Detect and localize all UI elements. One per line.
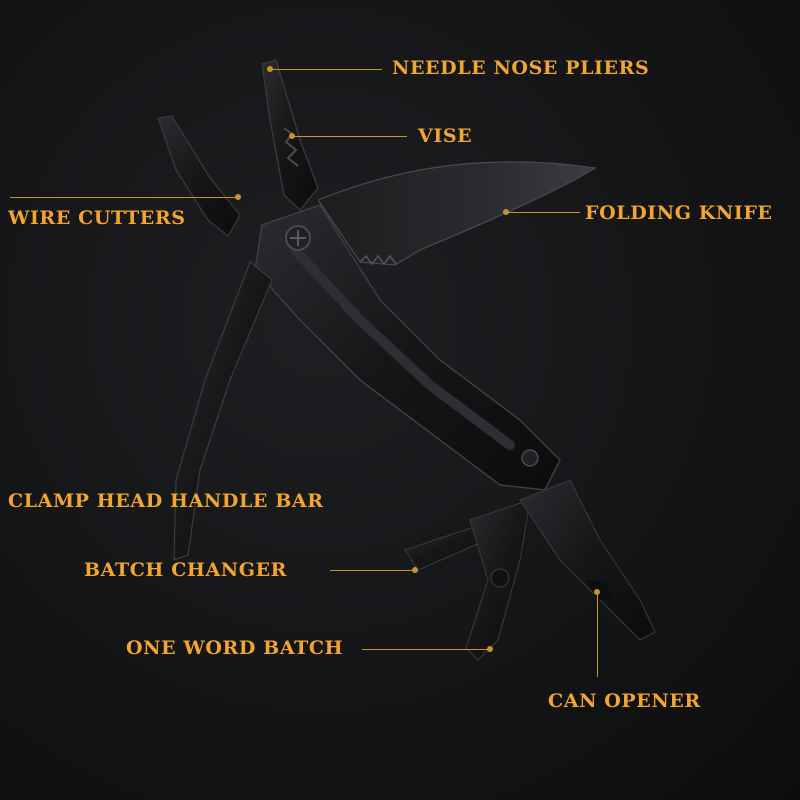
leader-vise: [292, 136, 407, 137]
label-wire-cutters: WIRE CUTTERS: [8, 207, 186, 229]
label-needle-nose-pliers: NEEDLE NOSE PLIERS: [392, 57, 650, 79]
leader-can-opener: [597, 592, 598, 677]
leader-needle-nose-pliers: [270, 69, 382, 70]
label-batch-changer: BATCH CHANGER: [84, 559, 288, 581]
plier-jaw-left: [157, 115, 241, 237]
vise-teeth: [283, 127, 299, 167]
label-folding-knife: FOLDING KNIFE: [585, 202, 773, 224]
handle-inner-rail: [290, 245, 515, 450]
tool-handle: [254, 204, 561, 491]
leader-wire-cutters: [10, 197, 238, 198]
bottle-opener-tool: [519, 479, 656, 641]
folding-knife-blade: [317, 161, 597, 266]
label-clamp-head-handle-bar: CLAMP HEAD HANDLE BAR: [8, 490, 324, 512]
label-can-opener: CAN OPENER: [548, 690, 701, 712]
label-one-word-batch: ONE WORD BATCH: [126, 637, 344, 659]
leader-one-word-batch: [362, 649, 490, 650]
leader-folding-knife: [506, 212, 580, 213]
leader-batch-changer: [330, 570, 415, 571]
label-vise: VISE: [418, 125, 473, 147]
rear-screw: [521, 449, 539, 467]
clamp-head-handle-bar: [173, 261, 273, 561]
knife-serration: [359, 254, 397, 266]
